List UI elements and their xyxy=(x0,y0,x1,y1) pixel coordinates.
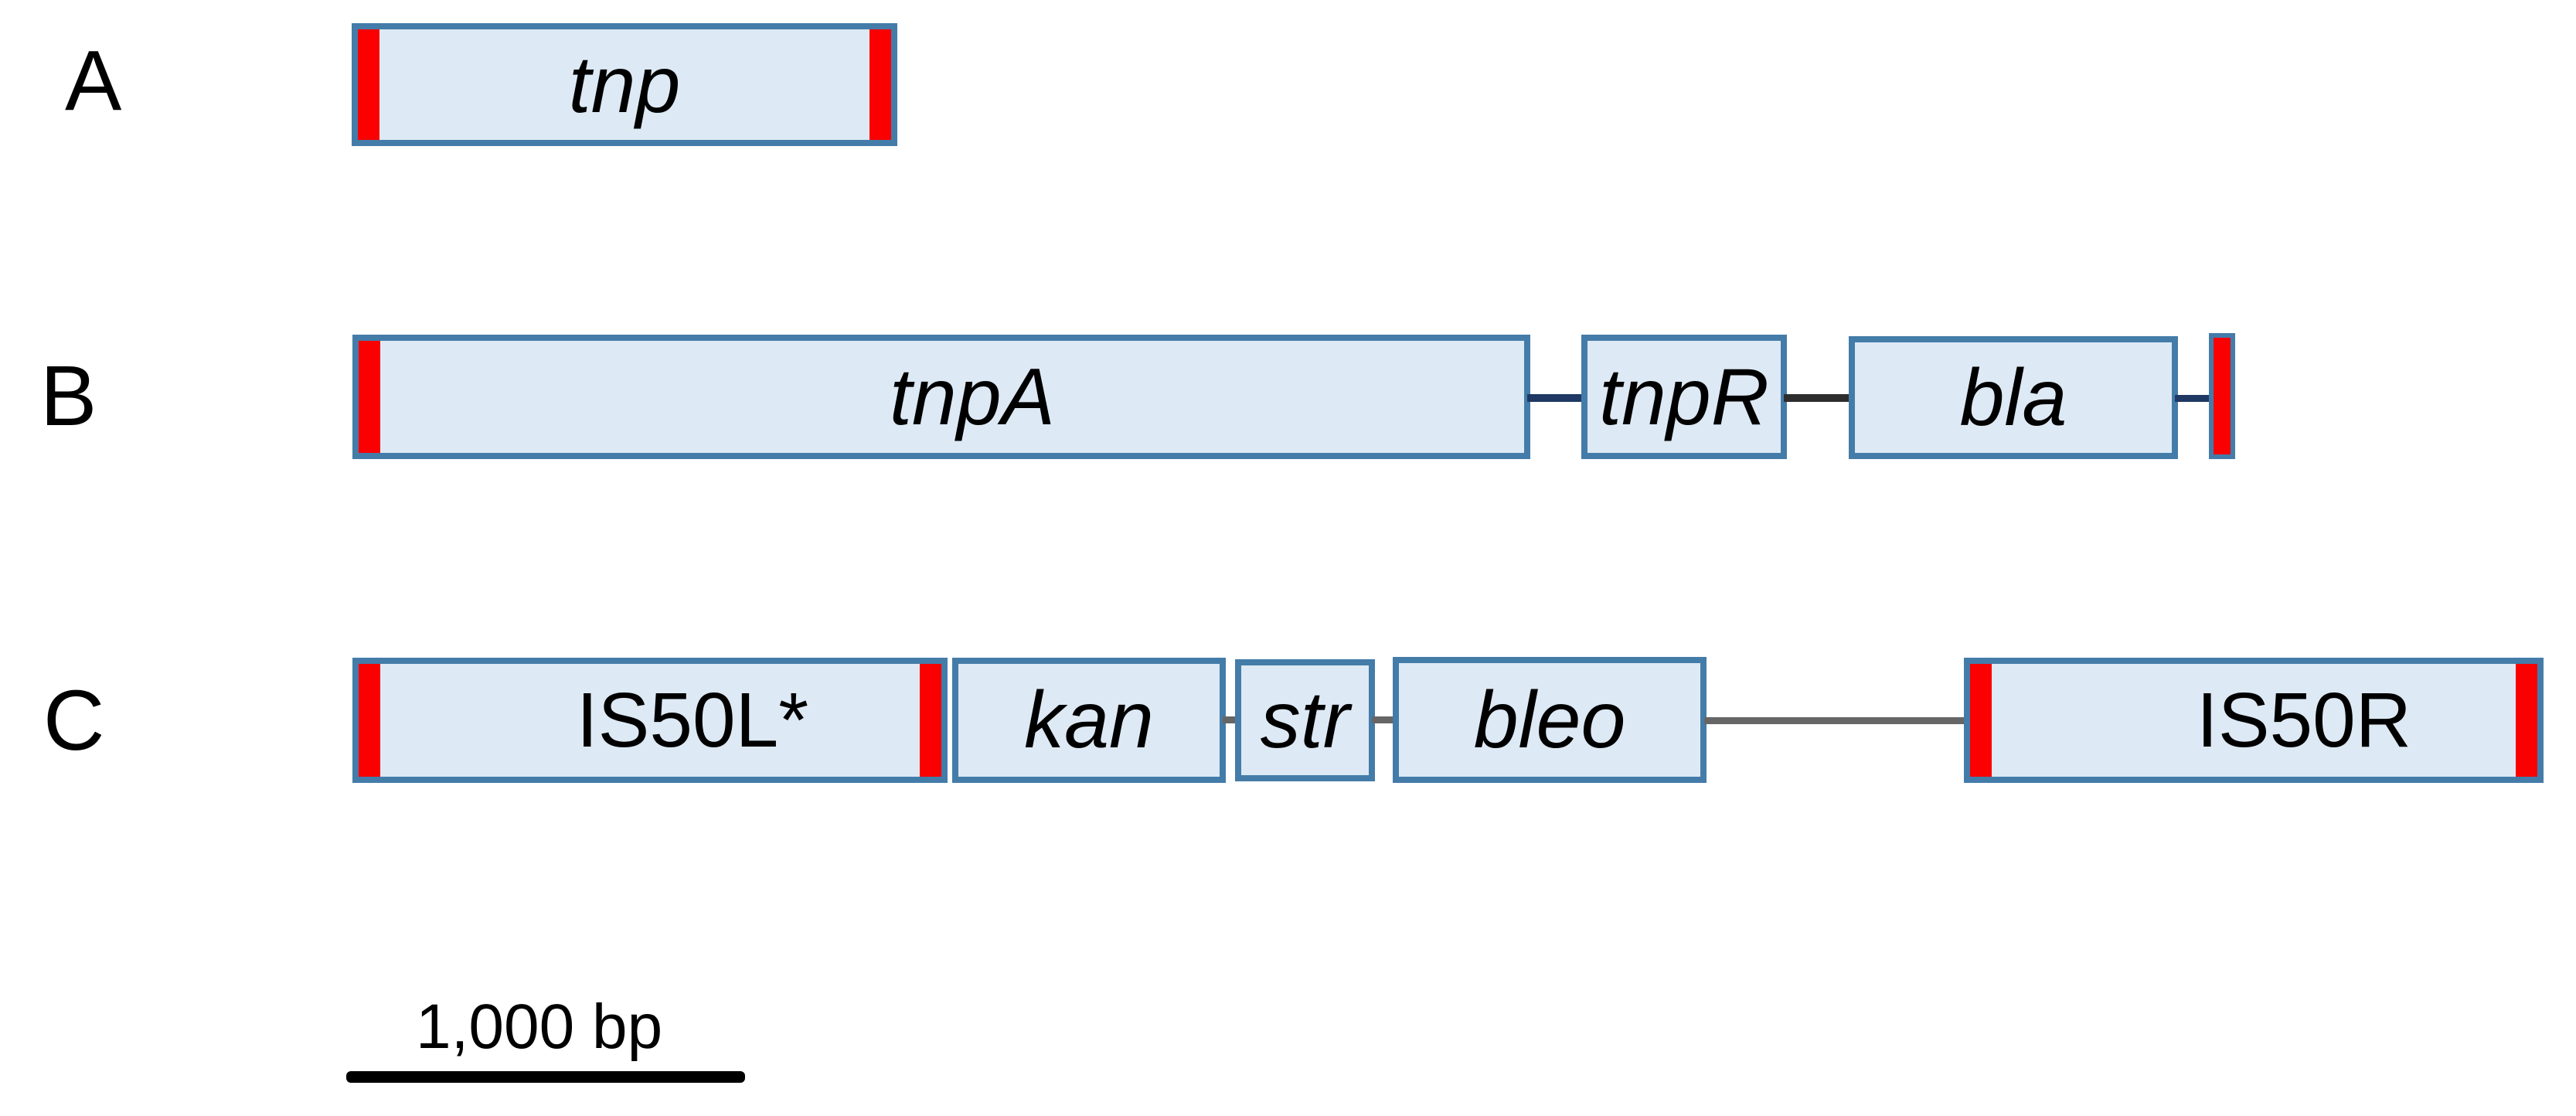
gene-box-bla: bla xyxy=(1849,336,2178,459)
inverted-repeat-marker-left xyxy=(359,664,380,777)
connector-line-tnpR-bla xyxy=(1784,394,1852,402)
gene-box-is50l: IS50L* xyxy=(352,658,948,783)
inverted-repeat-marker-right xyxy=(920,664,941,777)
gene-label-is50l: IS50L* xyxy=(576,677,809,764)
gene-label-tnpA: tnpA xyxy=(890,352,1055,442)
gene-label-tnp: tnp xyxy=(568,39,681,130)
scale-bar-line xyxy=(346,1071,745,1083)
gene-box-tnpR: tnpR xyxy=(1581,335,1787,459)
inverted-repeat-marker-right xyxy=(2516,664,2537,777)
connector-line-tnpA-tnpR xyxy=(1527,394,1584,402)
inverted-repeat-marker-left xyxy=(358,29,379,140)
connector-line-bla-ir xyxy=(2175,395,2214,402)
gene-label-str: str xyxy=(1260,675,1350,765)
gene-label-kan: kan xyxy=(1024,675,1154,765)
panel-c-label: C xyxy=(43,673,105,768)
gene-label-bla: bla xyxy=(1959,352,2067,443)
scale-bar-label: 1,000 bp xyxy=(416,992,663,1062)
connector-line-bleo-is50r xyxy=(1704,717,1967,724)
gene-label-bleo: bleo xyxy=(1473,675,1626,765)
gene-box-tnpA: tnpA xyxy=(352,335,1530,459)
connector-line-str-bleo xyxy=(1372,716,1396,723)
inverted-repeat-marker-terminal xyxy=(2209,333,2235,459)
gene-box-bleo: bleo xyxy=(1393,657,1707,783)
inverted-repeat-marker-left xyxy=(1970,664,1992,777)
gene-box-is50r: IS50R xyxy=(1964,658,2544,783)
gene-label-is50r: IS50R xyxy=(2197,677,2411,764)
panel-b-label: B xyxy=(40,349,97,444)
connector-line-kan-str xyxy=(1223,716,1238,723)
gene-box-kan: kan xyxy=(952,658,1226,783)
panel-a-label: A xyxy=(65,33,122,128)
inverted-repeat-marker-right xyxy=(869,29,891,140)
gene-box-tnp: tnp xyxy=(352,23,897,146)
inverted-repeat-marker-left xyxy=(359,341,380,453)
gene-box-str: str xyxy=(1235,659,1375,781)
gene-label-tnpR: tnpR xyxy=(1599,352,1769,442)
